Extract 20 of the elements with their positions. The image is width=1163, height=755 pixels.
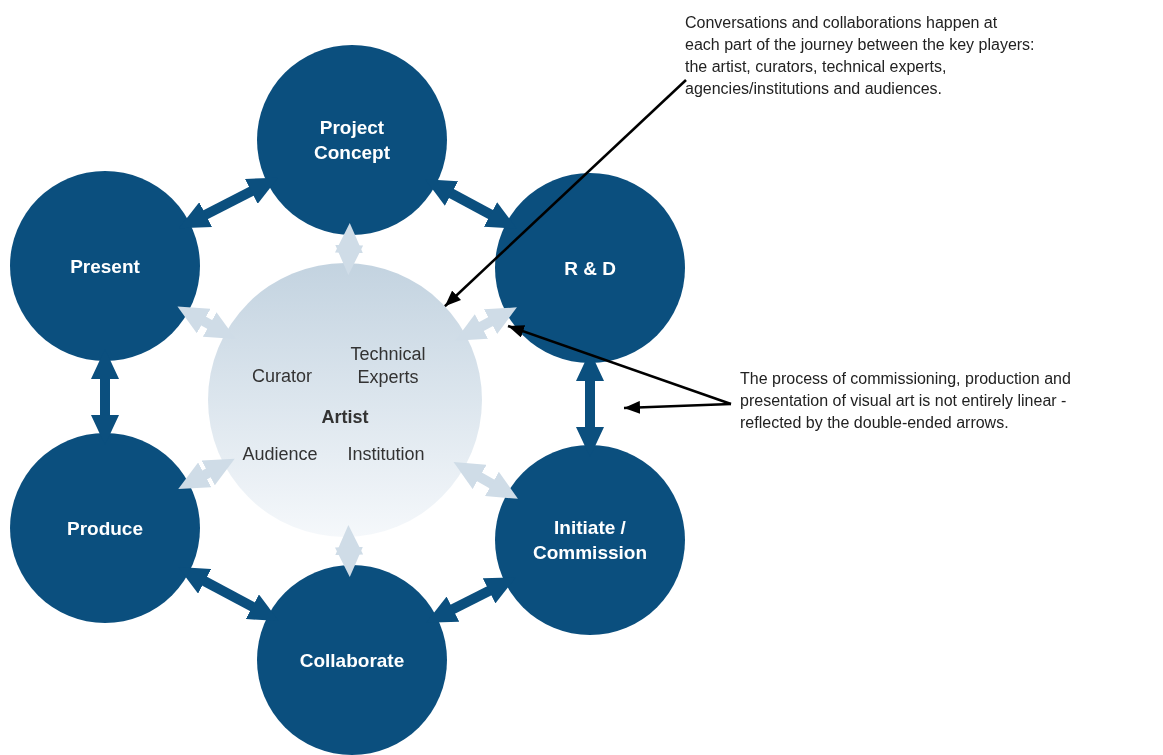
stage-circle: Project Concept [257,45,447,235]
stage-circle: Collaborate [257,565,447,755]
annotation-text: Conversations and collaborations happen at each part of the journey between the key players: the artist, curators, technical experts, agencies/institutions and audiences. [685,12,1035,100]
double-arrow [334,524,364,578]
player-label: Technical Experts [349,343,427,389]
player-label: Audience [242,443,318,466]
leader-arrow [623,400,732,414]
annotation-text: The process of commissioning, production and presentation of visual art is not entirely linear - reflected by the double-ended arrows. [740,368,1085,434]
leader-arrow [444,79,687,308]
stage-circle: Initiate / Commission [495,445,685,635]
double-arrow [453,462,518,499]
artist-label: Artist [321,406,369,429]
player-label: Curator [252,365,312,388]
player-label: Institution [347,443,425,466]
double-arrow [334,222,364,276]
stage-circle: R & D [495,173,685,363]
double-arrow [178,458,235,489]
leader-arrow [507,324,732,406]
stage-circle: Produce [10,433,200,623]
stage-circle: Present [10,171,200,361]
